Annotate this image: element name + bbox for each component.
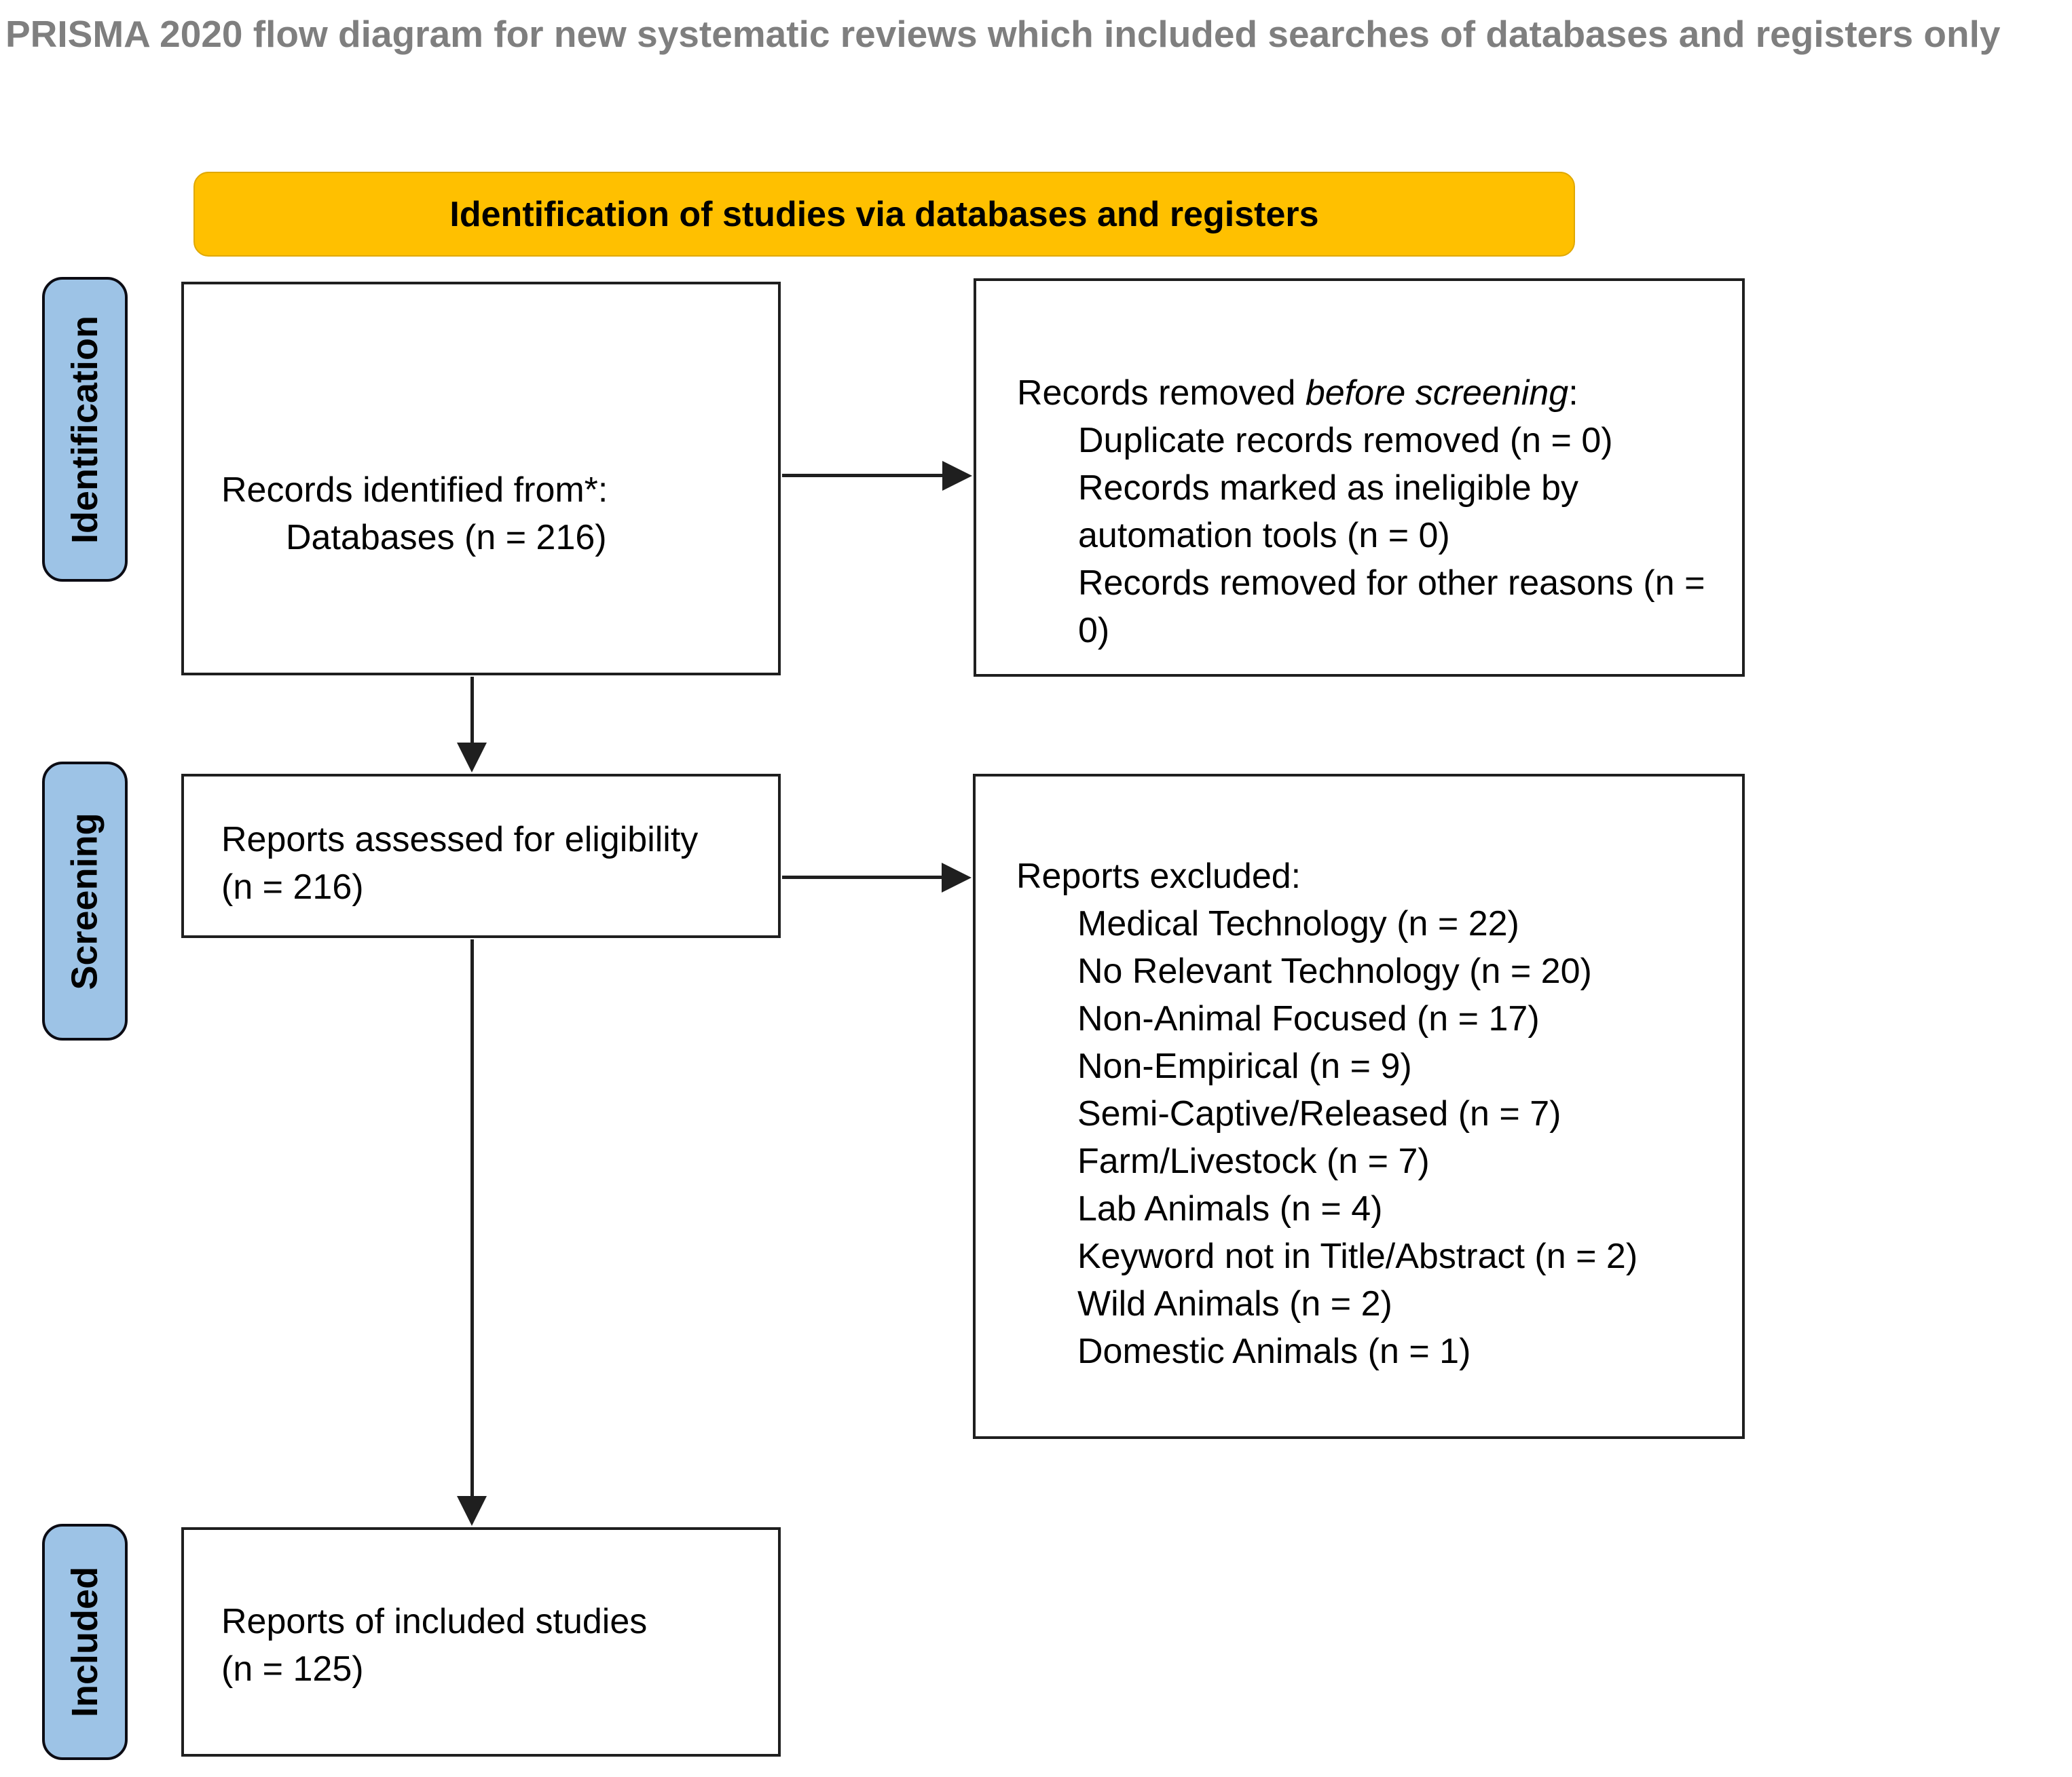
arrow-line [470,939,474,1499]
stage-label-screening-text: Screening [64,812,105,990]
box-reports-included: Reports of included studies (n = 125) [181,1527,781,1757]
reports-assessed-line2: (n = 216) [221,867,364,907]
reports-excluded-item: Non-Empirical (n = 9) [1077,1047,1412,1086]
reports-excluded-item: Wild Animals (n = 2) [1077,1284,1392,1324]
reports-assessed-line1: Reports assessed for eligibility [221,820,699,859]
arrow-right-icon [942,863,972,893]
reports-excluded-item: Lab Animals (n = 4) [1077,1189,1383,1229]
box-reports-assessed: Reports assessed for eligibility (n = 21… [181,774,781,938]
arrow-line [782,876,945,879]
reports-included-line1: Reports of included studies [221,1602,648,1641]
records-identified-line2: Databases (n = 216) [286,518,607,557]
arrow-right-icon [942,461,972,491]
records-removed-heading-prefix: Records removed [1017,373,1306,413]
records-removed-heading-suffix: : [1568,373,1578,413]
records-removed-heading-italic: before screening [1305,373,1569,413]
reports-excluded-item: Domestic Animals (n = 1) [1077,1332,1471,1371]
banner-label: Identification of studies via databases … [449,194,1319,234]
stage-label-identification: Identification [42,277,128,582]
box-records-identified: Records identified from*: Databases (n =… [181,282,781,675]
records-removed-item: Records removed for other reasons (n = 0… [1078,563,1705,650]
stage-label-identification-text: Identification [64,315,105,544]
records-removed-item: Records marked as ineligible by automati… [1078,468,1579,555]
reports-excluded-item: No Relevant Technology (n = 20) [1077,952,1592,991]
reports-excluded-item: Non-Animal Focused (n = 17) [1077,999,1540,1039]
reports-excluded-item: Semi-Captive/Released (n = 7) [1077,1094,1561,1134]
banner-identification-of-studies: Identification of studies via databases … [193,172,1575,257]
arrow-line [782,474,946,477]
box-reports-excluded: Reports excluded: Medical Technology (n … [973,774,1745,1439]
box-records-removed: Records removed before screening: Duplic… [974,278,1745,677]
arrow-down-icon [457,743,487,772]
records-removed-heading: Records removed before screening: [1017,369,1728,417]
reports-excluded-item: Keyword not in Title/Abstract (n = 2) [1077,1237,1638,1276]
reports-excluded-heading: Reports excluded: [1016,857,1301,896]
arrow-down-icon [457,1496,487,1526]
stage-label-included: Included [42,1524,128,1760]
reports-excluded-item: Farm/Livestock (n = 7) [1077,1142,1430,1181]
reports-included-line2: (n = 125) [221,1649,364,1689]
stage-label-screening: Screening [42,762,128,1041]
records-identified-line1: Records identified from*: [221,470,608,510]
stage-label-included-text: Included [64,1566,106,1718]
page-title: PRISMA 2020 flow diagram for new systema… [5,13,2001,55]
records-removed-item: Duplicate records removed (n = 0) [1078,421,1613,460]
reports-excluded-item: Medical Technology (n = 22) [1077,904,1519,943]
arrow-line [470,677,474,747]
